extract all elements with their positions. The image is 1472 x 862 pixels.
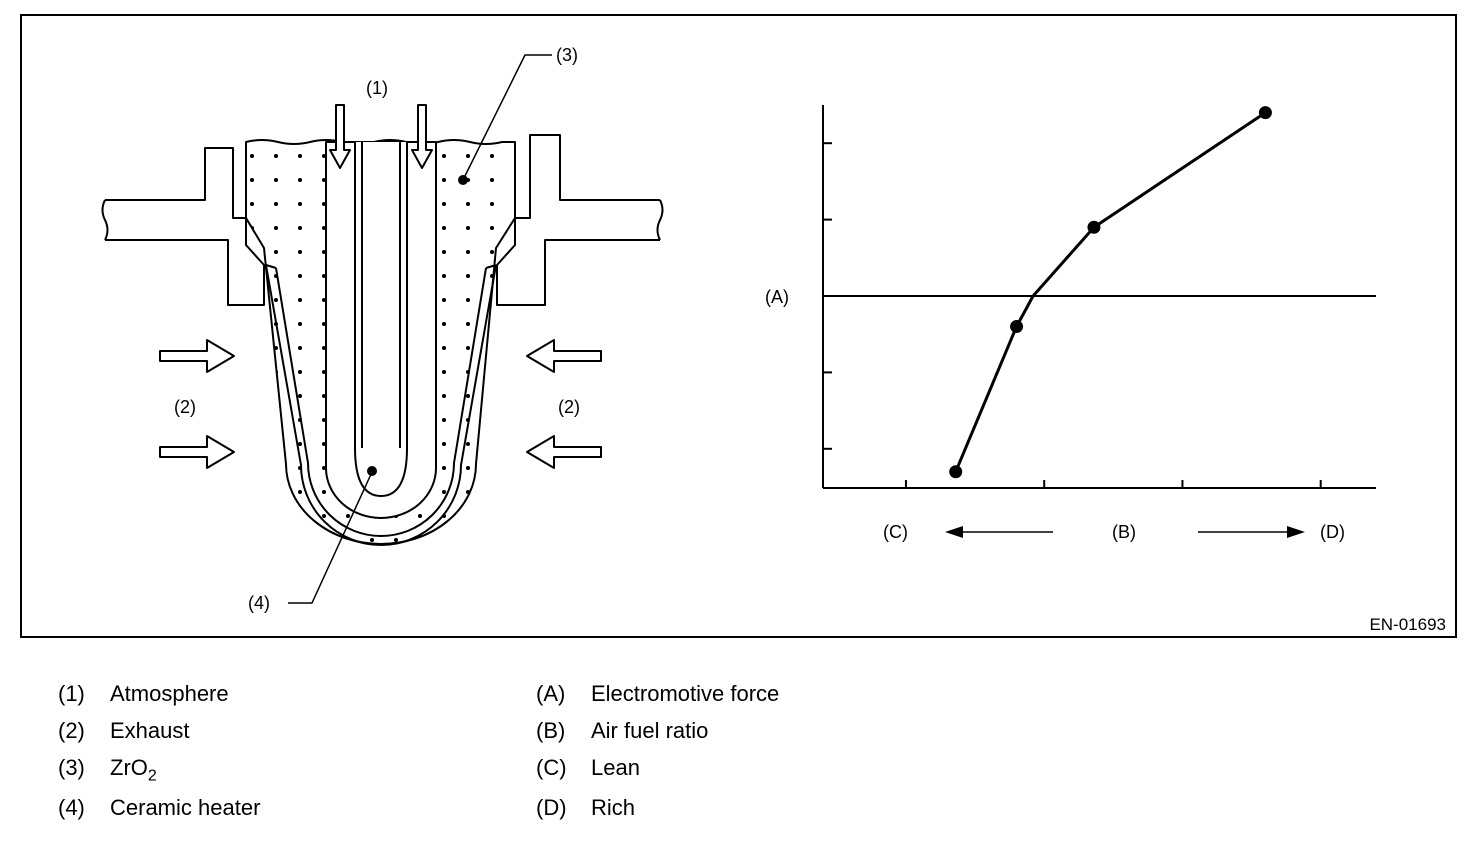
label-exhaust-right: (2) <box>558 397 580 417</box>
legend-right-key-2: (C) <box>536 755 567 780</box>
label-y-axis: (A) <box>765 287 789 307</box>
legend-left-text-3: Ceramic heater <box>110 795 261 820</box>
curve-point-0 <box>949 465 963 479</box>
sensor-diagram <box>101 54 664 604</box>
ceramic-heater <box>354 142 408 497</box>
legend-left-key-1: (2) <box>58 718 85 743</box>
label-air-fuel-ratio: (B) <box>1112 522 1136 542</box>
emf-graph: (A) (C) (B) (D) <box>765 105 1376 542</box>
leader-heater <box>288 471 373 604</box>
pipe-break-right <box>656 199 664 241</box>
label-rich: (D) <box>1320 522 1345 542</box>
figure-frame <box>20 14 1457 638</box>
y-ticks <box>823 142 832 450</box>
x-ticks <box>904 480 1322 488</box>
legend-right-text-2: Lean <box>591 755 640 780</box>
label-atmosphere: (1) <box>366 78 388 98</box>
zro2-pointer-dot <box>458 175 468 185</box>
pipe-break-left <box>101 199 109 241</box>
figure: (1) (3) (2) (2) (4) (A) (C) (B) (D) EN-0… <box>20 14 1457 638</box>
curve-points <box>949 106 1272 479</box>
legend-right-key-0: (A) <box>536 681 566 706</box>
legend-right-key-1: (B) <box>536 718 566 743</box>
exhaust-arrow-left-bottom <box>159 435 235 469</box>
exhaust-arrow-right-bottom <box>526 435 602 469</box>
curve-point-1 <box>1010 320 1024 334</box>
legend-right-text-0: Electromotive force <box>591 681 780 706</box>
rich-arrow-head <box>1287 526 1305 538</box>
legend-right-text-3: Rich <box>591 795 636 820</box>
label-zro2: (3) <box>556 45 578 65</box>
pipe-wall-left <box>105 147 265 306</box>
label-heater: (4) <box>248 593 270 613</box>
curve-point-3 <box>1087 220 1101 234</box>
emf-curve <box>954 111 1267 473</box>
legend-left-text-sub-2: 2 <box>147 767 157 785</box>
legend-right-text-1: Air fuel ratio <box>591 718 709 743</box>
legend-left-key-2: (3) <box>58 755 85 780</box>
legend-left-text-1: Exhaust <box>110 718 190 743</box>
exhaust-arrow-right-top <box>526 339 602 373</box>
leader-zro2 <box>462 54 552 181</box>
heater-pointer-dot <box>367 466 377 476</box>
legend-left-key-0: (1) <box>58 681 85 706</box>
legend-left-text-0: Atmosphere <box>110 681 229 706</box>
curve-point-4 <box>1258 106 1272 120</box>
legend-left-key-3: (4) <box>58 795 85 820</box>
legend-right-key-3: (D) <box>536 795 567 820</box>
label-lean: (C) <box>883 522 908 542</box>
figure-reference-code: EN-01693 <box>1369 615 1446 634</box>
atmosphere-arrow-right <box>411 104 433 169</box>
exhaust-arrow-left-top <box>159 339 235 373</box>
legend-left-text-2: ZrO2 <box>110 755 157 785</box>
label-exhaust-left: (2) <box>174 397 196 417</box>
atmosphere-arrow-left <box>329 104 351 169</box>
lean-arrow-head <box>945 526 963 538</box>
pipe-wall-right <box>496 134 660 306</box>
